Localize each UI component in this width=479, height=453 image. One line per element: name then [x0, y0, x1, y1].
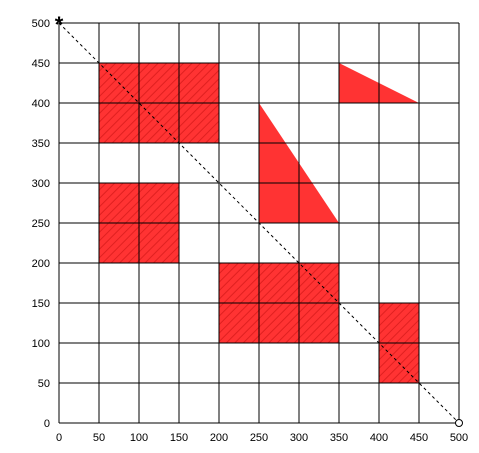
y-tick-label: 450	[32, 58, 50, 70]
x-tick-label: 150	[170, 432, 188, 444]
end-circle-marker	[455, 419, 463, 427]
diagonal-overlay: *	[55, 12, 463, 427]
x-tick-label: 0	[56, 432, 62, 444]
y-tick-label: 150	[32, 298, 50, 310]
x-tick-label: 300	[290, 432, 308, 444]
y-tick-label: 500	[32, 18, 50, 30]
y-tick-label: 200	[32, 258, 50, 270]
y-tick-label: 400	[32, 98, 50, 110]
y-tick-label: 50	[38, 378, 50, 390]
axis-ticks: 0 50 100 150 200 250 300 350 400 450 500 0 50 100 150 2…	[32, 18, 469, 444]
x-tick-label: 250	[250, 432, 268, 444]
y-tick-label: 300	[32, 178, 50, 190]
y-tick-label: 100	[32, 338, 50, 350]
y-tick-label: 250	[32, 218, 50, 230]
x-tick-label: 50	[93, 432, 105, 444]
x-tick-label: 200	[210, 432, 228, 444]
x-tick-label: 100	[130, 432, 148, 444]
x-tick-label: 350	[330, 432, 348, 444]
start-star-marker: *	[55, 12, 64, 37]
x-tick-label: 500	[450, 432, 468, 444]
y-tick-label: 0	[44, 418, 50, 430]
x-tick-label: 450	[410, 432, 428, 444]
grid-lines	[58, 22, 460, 424]
y-tick-label: 350	[32, 138, 50, 150]
x-tick-label: 400	[370, 432, 388, 444]
diagonal-dashed-line	[58, 22, 460, 424]
